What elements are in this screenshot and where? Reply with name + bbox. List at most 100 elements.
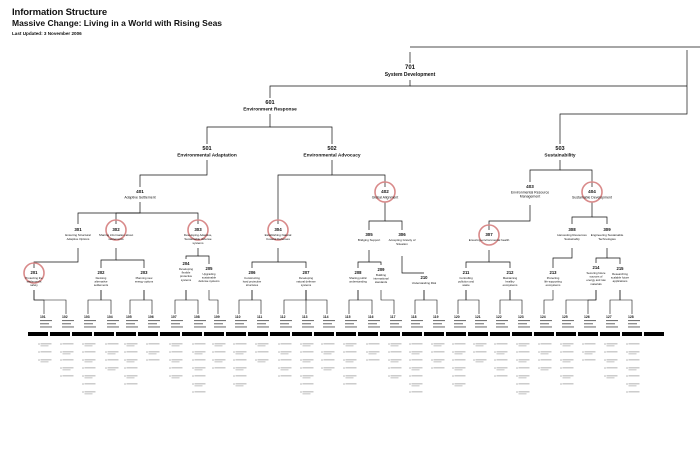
fine-line <box>475 351 487 353</box>
bullet <box>212 351 214 353</box>
leaf-text-line <box>171 326 183 328</box>
leaf-text-line <box>323 323 332 325</box>
bullet <box>105 351 107 353</box>
bullet <box>560 351 562 353</box>
fine-line <box>345 351 357 353</box>
bullet <box>452 375 454 377</box>
page-title: Information Structure <box>12 7 108 18</box>
bullet <box>409 391 411 393</box>
connector-31 <box>552 248 573 268</box>
leaf-connector <box>33 290 45 314</box>
leaf-number: 104 <box>107 315 113 319</box>
bullet <box>431 359 433 361</box>
bullet <box>494 375 496 377</box>
leaf-text-line <box>107 320 119 322</box>
leaf-text-line <box>584 323 593 325</box>
fine-line <box>84 391 96 393</box>
leaf-number: 124 <box>540 315 546 319</box>
bullet <box>233 375 235 377</box>
fine-line <box>280 369 289 371</box>
fine-line <box>540 343 552 345</box>
leaf-text-line <box>302 326 314 328</box>
bullet <box>343 383 345 385</box>
leaf-113: 113 <box>302 315 314 328</box>
fine-line <box>562 377 571 379</box>
bullet <box>321 351 323 353</box>
node-number: 210 <box>421 275 429 280</box>
bullet <box>388 367 390 369</box>
bullet <box>233 351 235 353</box>
leaf-111: 111 <box>257 315 269 328</box>
fine-line <box>214 361 223 363</box>
leaf-number: 116 <box>368 315 374 319</box>
bullet <box>38 359 40 361</box>
node-number: 502 <box>327 146 336 152</box>
fine-line <box>171 377 180 379</box>
bullet <box>146 351 148 353</box>
fine-line <box>390 351 402 353</box>
leaf-bar <box>160 332 180 336</box>
bullet <box>538 359 540 361</box>
connector-33 <box>607 257 621 264</box>
fine-line <box>433 359 445 361</box>
fine-line <box>584 351 596 353</box>
bullet <box>278 359 280 361</box>
bullet <box>388 375 390 377</box>
bullet <box>431 367 433 369</box>
fine-line <box>475 359 487 361</box>
fine-text-layer <box>38 343 640 395</box>
fine-line <box>280 367 292 369</box>
leaf-text-line <box>518 323 527 325</box>
bullet <box>409 375 411 377</box>
node-number: 303 <box>194 227 202 232</box>
leaf-number: 106 <box>148 315 154 319</box>
leaf-connector <box>543 290 554 314</box>
leaf-text-line <box>257 323 266 325</box>
highlight-ring-307 <box>478 224 500 246</box>
bullet <box>105 367 107 369</box>
leaf-text-line <box>235 323 244 325</box>
fine-line <box>345 361 354 363</box>
leaf-text-line <box>433 320 445 322</box>
leaf-text-line <box>584 326 596 328</box>
fine-line <box>562 361 571 363</box>
bullet <box>516 359 518 361</box>
bullet <box>343 351 345 353</box>
fine-line <box>628 353 637 355</box>
node-label: Ensuring environmental health <box>469 238 510 242</box>
leaf-text-line <box>40 320 52 322</box>
leaf-120: 120 <box>454 315 466 328</box>
fine-line <box>302 345 311 347</box>
bullet <box>560 359 562 361</box>
leaf-connector <box>348 290 359 314</box>
leaf-text-line <box>345 326 357 328</box>
fine-line <box>584 343 596 345</box>
fine-line <box>454 343 466 345</box>
bullet <box>300 375 302 377</box>
fine-line <box>126 343 138 345</box>
bullet <box>366 343 368 345</box>
leaf-connector <box>33 290 67 314</box>
bullet <box>538 351 540 353</box>
leaf-bar <box>512 332 532 336</box>
leaf-connector <box>465 290 480 314</box>
node-number: 701 <box>405 65 416 71</box>
fine-line <box>126 351 138 353</box>
leaf-bar <box>94 332 114 336</box>
fine-line <box>368 359 380 361</box>
bullet <box>300 351 302 353</box>
highlight-ring-402 <box>374 181 396 203</box>
fine-line <box>323 351 335 353</box>
leaf-number: 111 <box>257 315 262 319</box>
bullet <box>124 367 126 369</box>
connector-22 <box>185 248 199 259</box>
highlight-ring-303 <box>187 219 209 241</box>
fine-line <box>302 391 314 393</box>
leaf-bar <box>534 332 554 336</box>
leaf-123: 123 <box>518 315 530 328</box>
fine-line <box>454 385 463 387</box>
leaf-bar <box>336 332 356 336</box>
